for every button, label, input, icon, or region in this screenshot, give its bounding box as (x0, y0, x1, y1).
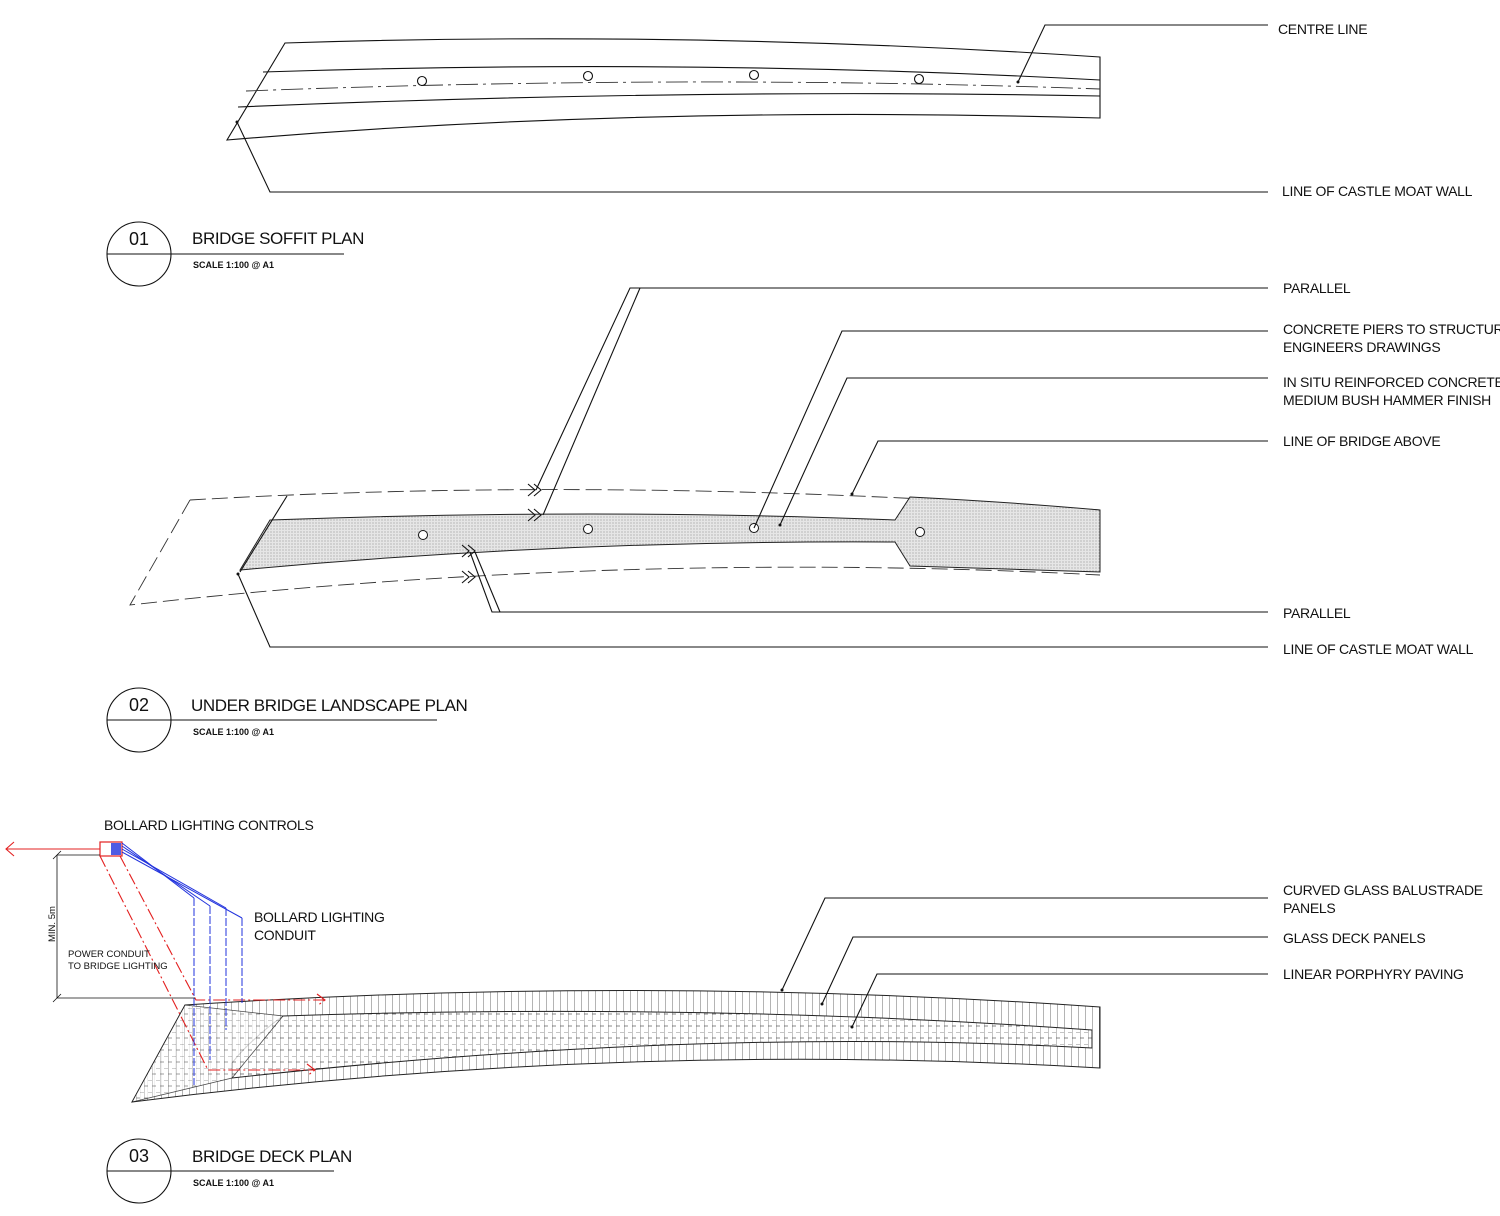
drawing-scale: SCALE 1:100 @ A1 (193, 260, 274, 270)
label-conduit-1: BOLLARD LIGHTING (254, 909, 385, 925)
soffit-centre-line (245, 81, 1101, 92)
label-concrete-1: IN SITU REINFORCED CONCRETE (1283, 374, 1500, 390)
leader-centre-line (1017, 24, 1268, 83)
label-bollard-controls: BOLLARD LIGHTING CONTROLS (104, 817, 314, 833)
leader-balustrade (781, 897, 1268, 991)
drawing-title: BRIDGE SOFFIT PLAN (192, 229, 364, 248)
label-centre-line: CENTRE LINE (1278, 21, 1367, 37)
soffit-inner-line (262, 66, 1101, 81)
bridge-soffit-plan: CENTRE LINE LINE OF CASTLE MOAT WALL 01 … (106, 21, 1473, 287)
label-parallel-bottom: PARALLEL (1283, 605, 1351, 621)
bridge-deck-plan: MIN. 5m BOLLARD LIGHTING CONTROLS BOLLAR… (5, 817, 1483, 1204)
concrete-landscape-area (239, 496, 1101, 573)
leader-bridge-above (851, 440, 1268, 495)
drawing-scale: SCALE 1:100 @ A1 (193, 1178, 274, 1188)
leader-parallel-top (535, 287, 1268, 491)
label-paving: LINEAR PORPHYRY PAVING (1283, 966, 1464, 982)
label-moat-wall: LINE OF CASTLE MOAT WALL (1283, 641, 1474, 657)
label-piers-2: ENGINEERS DRAWINGS (1283, 339, 1440, 355)
label-bridge-above: LINE OF BRIDGE ABOVE (1283, 433, 1440, 449)
title-block-03: 03 BRIDGE DECK PLAN SCALE 1:100 @ A1 (106, 1138, 352, 1204)
title-block-02: 02 UNDER BRIDGE LANDSCAPE PLAN SCALE 1:1… (106, 687, 468, 753)
parallel-markers (461, 483, 542, 584)
drawing-title: BRIDGE DECK PLAN (192, 1147, 352, 1166)
label-piers-1: CONCRETE PIERS TO STRUCTURAL (1283, 321, 1500, 337)
leader-concrete (779, 377, 1268, 526)
pier-circle (583, 524, 593, 534)
porphyry-paving-band (231, 1010, 1093, 1079)
power-feed-arrow (5, 841, 100, 857)
label-balustrade-2: PANELS (1283, 900, 1335, 916)
leader-glass-deck (821, 936, 1268, 1005)
label-balustrade-1: CURVED GLASS BALUSTRADE (1283, 882, 1483, 898)
soffit-inner-line (237, 93, 1101, 108)
label-concrete-2: MEDIUM BUSH HAMMER FINISH (1283, 392, 1491, 408)
label-glass-deck: GLASS DECK PANELS (1283, 930, 1425, 946)
drawing-scale: SCALE 1:100 @ A1 (193, 727, 274, 737)
leader-piers (753, 330, 1268, 529)
power-conduit-line (119, 855, 326, 1007)
pier-circle (913, 73, 925, 85)
pier-circle (915, 527, 925, 537)
title-block-01: 01 BRIDGE SOFFIT PLAN SCALE 1:100 @ A1 (106, 221, 364, 287)
label-power-2: TO BRIDGE LIGHTING (68, 961, 168, 972)
pier-circle (418, 530, 428, 540)
under-bridge-landscape-plan: PARALLEL CONCRETE PIERS TO STRUCTURAL EN… (106, 280, 1500, 753)
drawing-number: 01 (129, 229, 149, 249)
label-power-1: POWER CONDUIT (68, 949, 150, 960)
leader-parallel-bottom (469, 551, 1268, 613)
leader-paving (851, 973, 1268, 1028)
pier-circle (416, 75, 428, 87)
pier-circle (582, 70, 594, 82)
pier-circle (748, 69, 760, 81)
power-conduit-line (99, 855, 316, 1077)
min-dimension-line (52, 850, 195, 1003)
label-moat-wall: LINE OF CASTLE MOAT WALL (1282, 183, 1473, 199)
leader-moat-wall (237, 573, 1268, 648)
pier-markers (416, 69, 925, 87)
min-dimension-text: MIN. 5m (47, 906, 58, 942)
pier-markers (418, 523, 925, 540)
bollard-lighting-conduits (121, 842, 243, 1085)
label-parallel-top: PARALLEL (1283, 280, 1351, 296)
label-conduit-2: CONDUIT (254, 927, 316, 943)
leader-moat-wall (236, 121, 1268, 193)
drawing-number: 03 (129, 1146, 149, 1166)
drawing-number: 02 (129, 695, 149, 715)
soffit-outline (225, 38, 1101, 141)
drawing-title: UNDER BRIDGE LANDSCAPE PLAN (191, 696, 467, 715)
